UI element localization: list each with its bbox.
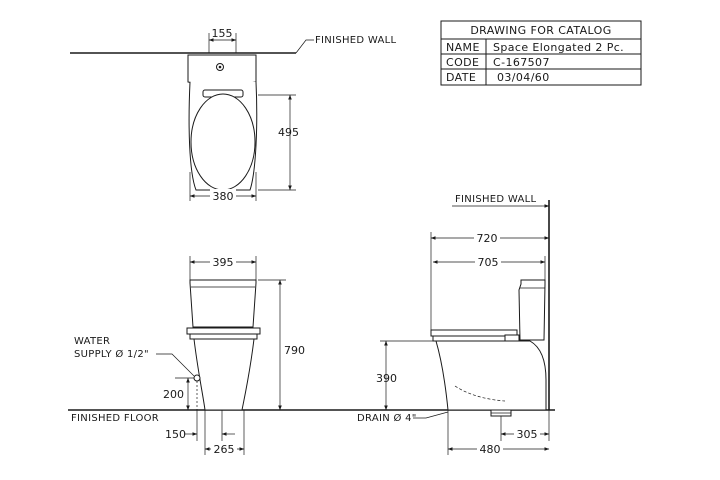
water-supply-label-line2: SUPPLY Ø 1/2" (74, 348, 149, 360)
front-view: 395 790 WATER SUPPLY Ø 1/2" 200 150 265 (74, 255, 306, 456)
dim-top-width: 380 (213, 190, 234, 203)
water-supply-label-line1: WATER (74, 336, 110, 347)
top-view: FINISHED WALL 155 495 380 (70, 27, 397, 203)
dim-side-inner: 705 (478, 256, 499, 269)
dim-top-wall-offset: 155 (212, 27, 233, 40)
dim-seat-height: 390 (376, 372, 397, 385)
dim-front-height: 790 (284, 344, 305, 357)
dim-supply-offset: 150 (165, 428, 186, 441)
finished-wall-side-label: FINISHED WALL (455, 194, 537, 205)
dim-front-width: 395 (213, 256, 234, 269)
finished-floor-label: FINISHED FLOOR (71, 413, 159, 424)
dim-supply-height: 200 (163, 388, 184, 401)
dim-side-total: 720 (477, 232, 498, 245)
title-block-code-value: C-167507 (493, 56, 550, 69)
drain-label: DRAIN Ø 4" (357, 412, 417, 424)
title-block-name-label: NAME (446, 41, 480, 54)
dim-top-depth: 495 (278, 126, 299, 139)
title-block: DRAWING FOR CATALOG NAME Space Elongated… (440, 20, 642, 86)
finished-floor: FINISHED FLOOR (68, 409, 555, 424)
title-block-name-value: Space Elongated 2 Pc. (493, 41, 624, 54)
dim-rough-in: 305 (517, 428, 538, 441)
dim-base-width: 265 (214, 443, 235, 456)
dim-side-base: 480 (480, 443, 501, 456)
finished-wall-top-label: FINISHED WALL (315, 35, 397, 46)
title-block-date-value: 03/04/60 (497, 71, 550, 84)
title-block-code-label: CODE (446, 56, 479, 69)
title-block-date-label: DATE (446, 71, 476, 84)
side-view: FINISHED WALL 720 705 390 DRAIN Ø 4" (357, 194, 550, 456)
title-block-heading: DRAWING FOR CATALOG (470, 24, 611, 37)
